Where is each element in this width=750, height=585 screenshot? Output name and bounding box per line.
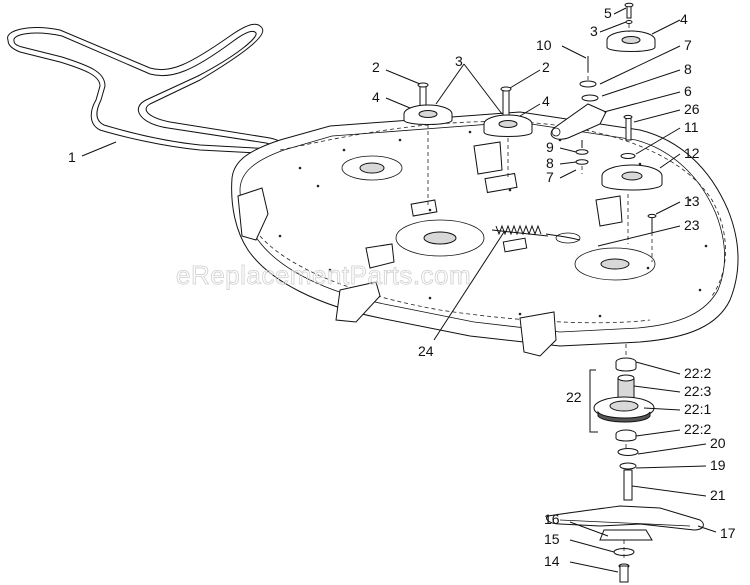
callout-12: 12 <box>684 145 700 161</box>
watermark-text: eReplacementParts.com <box>176 260 471 290</box>
callout-13: 13 <box>684 193 700 209</box>
callout-4b: 4 <box>542 93 550 109</box>
callout-22: 22 <box>566 389 582 405</box>
callout-3b: 3 <box>590 23 598 39</box>
callout-4a: 4 <box>372 89 380 105</box>
callout-26: 26 <box>684 101 700 117</box>
callout-6: 6 <box>684 83 692 99</box>
callout-1: 1 <box>68 149 76 165</box>
callout-24: 24 <box>418 343 434 359</box>
idler-pulley-left <box>403 82 453 206</box>
callout-bracket-22 <box>589 369 598 433</box>
callout-labels: 1 2 2 3 3 4 4 4 5 6 7 7 8 8 9 10 11 12 1… <box>68 5 736 569</box>
callout-7a: 7 <box>684 37 692 53</box>
tension-spring <box>491 224 581 244</box>
callout-15: 15 <box>544 531 560 547</box>
idler-pulley-right <box>550 2 663 262</box>
callout-4c: 4 <box>680 11 688 27</box>
callout-8a: 8 <box>684 61 692 77</box>
leader-lines <box>81 7 717 573</box>
callout-16: 16 <box>544 511 560 527</box>
callout-20: 20 <box>710 435 726 451</box>
callout-11: 11 <box>684 119 699 135</box>
callout-10: 10 <box>536 37 552 53</box>
callout-19: 19 <box>710 457 726 473</box>
spindle-assembly <box>546 344 704 583</box>
drive-belt <box>7 23 287 155</box>
callout-2a: 2 <box>372 59 380 75</box>
mower-deck <box>231 111 739 357</box>
callout-9: 9 <box>546 139 554 155</box>
callout-8b: 8 <box>546 155 554 171</box>
callout-21: 21 <box>710 487 726 503</box>
callout-22-1: 22:1 <box>684 401 711 417</box>
callout-2b: 2 <box>542 59 550 75</box>
callout-3a: 3 <box>455 53 463 69</box>
idler-pulley-center <box>483 86 533 180</box>
callout-22-2b: 22:2 <box>684 421 711 437</box>
deck-rivets <box>278 130 708 318</box>
callout-22-3: 22:3 <box>684 383 711 399</box>
callout-23: 23 <box>684 217 700 233</box>
callout-22-2a: 22:2 <box>684 365 711 381</box>
callout-5: 5 <box>604 5 612 21</box>
callout-14: 14 <box>544 553 560 569</box>
callout-7b: 7 <box>546 169 554 185</box>
callout-17: 17 <box>720 525 736 541</box>
